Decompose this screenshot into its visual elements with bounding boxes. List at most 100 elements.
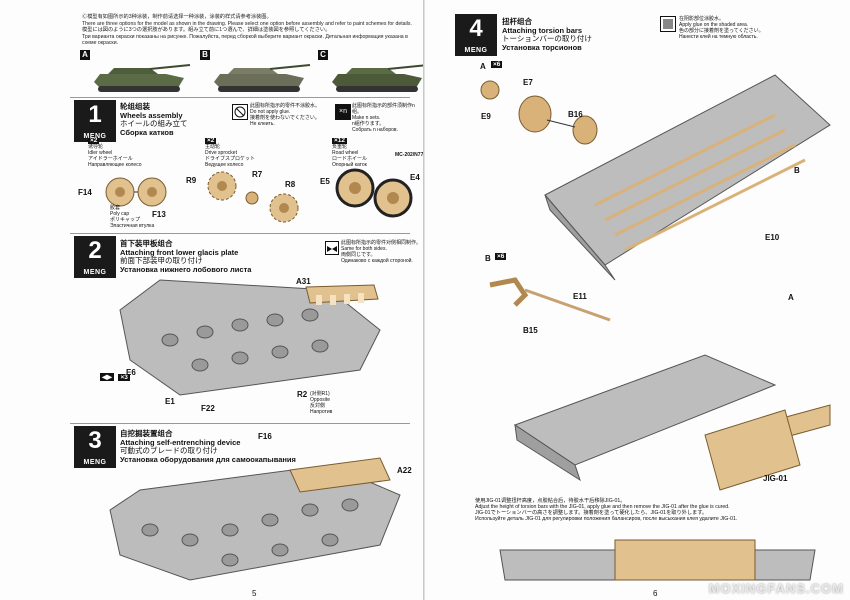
idler-en: Idler wheel	[88, 150, 113, 156]
step-3-badge: 3 MENG	[74, 426, 116, 468]
b-qty: ×6	[495, 253, 507, 260]
polycap-label: 胶套 Poly cap ポリキャップ Эластичная втулка	[110, 205, 156, 229]
road-wheel-diagram	[335, 168, 413, 218]
r2-opposite-note: (对侧R1) Opposite 反対側 Напротив	[310, 391, 350, 415]
note-cn: (对侧R1)	[310, 391, 330, 397]
drive-label: ×2 主动轮 Drive sprocket ドライブスプロケット Ведущее…	[205, 137, 285, 168]
divider	[70, 97, 410, 98]
part-a: A	[788, 293, 794, 302]
step-2-title-jp: 前面下部装甲の取り付け	[120, 256, 203, 265]
e6-callout: ◀▶ ×3	[100, 366, 130, 384]
step-2-title-cn: 首下装甲板组合	[120, 239, 173, 248]
step-3-title-cn: 自挖掘装置组合	[120, 429, 173, 438]
step-3-title-en: Attaching self-entrenching device	[120, 437, 241, 447]
drive-qty: ×2	[205, 137, 217, 144]
note-cn: 此图标所指示的零件不涂胶水。	[250, 103, 321, 109]
part-e11: E11	[573, 292, 587, 301]
watermark: MOXINGFANS.COM	[708, 581, 844, 596]
part-e7: E7	[523, 78, 533, 87]
variant-a: A	[80, 50, 192, 98]
idler-wheel-diagram	[105, 177, 167, 207]
hull-front-diagram	[119, 279, 381, 396]
step-2-title: 首下装甲板组合 Attaching front lower glacis pla…	[120, 239, 310, 274]
note-ru: Напротив	[310, 409, 333, 415]
drive-sprocket-diagram	[207, 171, 299, 223]
part-e1: E1	[165, 397, 175, 406]
brand-label: MENG	[464, 47, 488, 54]
brand-label: MENG	[83, 459, 107, 466]
polycap-cn: 胶套	[110, 205, 121, 211]
intro-ru: Три варианта окраски показаны на рисунке…	[82, 33, 408, 47]
road-ru: Опорный каток	[332, 162, 367, 168]
part-e4: E4	[410, 173, 420, 182]
drive-jp: ドライブスプロケット	[205, 156, 256, 162]
drive-ru: Ведущее колесо	[205, 162, 244, 168]
part-r2: R2	[297, 390, 308, 399]
both-sides-icon: ◀▶	[100, 373, 114, 381]
road-label: ×12 负重轮 Road wheel ロードホイール Опорный каток	[332, 137, 412, 168]
drive-cn: 主动轮	[205, 144, 221, 150]
part-f16: F16	[258, 432, 272, 441]
glue-area-note: 在阴影部位涂胶水。 Apply glue on the shaded area.…	[679, 16, 799, 40]
note-cn: 使用JIG-01调整扭杆高度，点胶粘合后，待胶水干后移除JIG-01。	[475, 498, 626, 504]
polycap-jp: ポリキャップ	[110, 217, 141, 223]
road-en: Road wheel	[332, 150, 359, 156]
glue-area-icon	[660, 16, 676, 32]
intro-jp: 模型には図のように3つの選択肢があります。組み立て前に1つ選んで、詳細は塗装図を…	[82, 27, 331, 34]
hull-bottom-diagram	[544, 74, 831, 281]
divider	[70, 233, 410, 234]
hull-side-jig-diagram	[499, 539, 816, 581]
intro-cn: Ⓒ模型有如图所示的3种涂装，制作前请选择一种涂装，涂装的样式请参考涂装图。	[82, 14, 272, 20]
variant-b: B	[200, 50, 312, 98]
brand-label: MENG	[83, 269, 107, 276]
make-n-sets-note: 此图标所指示的部件须制作n组。 Make n sets. n組作ります。 Соб…	[352, 103, 422, 133]
jig-instruction: 使用JIG-01调整扭杆高度，点胶粘合后，待胶水干后移除JIG-01。 Adju…	[475, 498, 815, 522]
part-f13: F13	[152, 210, 166, 219]
hull-with-jig-diagram	[513, 354, 831, 491]
idler-ru: Направляющее колесо	[88, 162, 142, 168]
note-ru: Одинаково с каждой стороной.	[341, 258, 413, 264]
divider	[70, 423, 410, 424]
idler-jp: アイドラーホイール	[88, 156, 133, 162]
step-4-title-cn: 扭杆组合	[502, 17, 532, 26]
step-4-title-ru: Установка торсионов	[502, 42, 582, 52]
part-e5: E5	[320, 177, 330, 186]
road-cn: 负重轮	[332, 144, 348, 150]
idler-qty: ×2	[88, 137, 100, 144]
both-sides-note: 此图标所指示的零件对侧相同制作。 Same for both sides. 両側…	[341, 240, 421, 264]
part-a: A	[480, 62, 486, 71]
step-4-title-jp: トーションバーの取り付け	[502, 34, 592, 43]
road-qty: ×12	[332, 137, 348, 144]
step-2-title-en: Attaching front lower glacis plate	[120, 247, 239, 257]
step-3-title-ru: Установка оборудования для самоокапывани…	[120, 454, 296, 464]
note-jp: 反対側	[310, 403, 326, 409]
part-b: B	[485, 254, 491, 263]
step-2-title-ru: Установка нижнего лобового листа	[120, 264, 252, 274]
brand-label: MENG	[83, 133, 107, 140]
part-b16: B16	[568, 110, 583, 119]
part-a22: A22	[397, 466, 412, 475]
torsion-bar-diagram	[489, 277, 611, 322]
left-page: Ⓒ模型有如图所示的3种涂装，制作前请选择一种涂装，涂装的样式请参考涂装图。 Th…	[70, 14, 429, 598]
variant-c: C	[318, 50, 430, 98]
part-e6: E6	[126, 368, 136, 377]
page-number-right: 6	[653, 589, 658, 598]
step-1-badge: 1 MENG	[74, 100, 116, 142]
road-jp: ロードホイール	[332, 156, 368, 162]
note-en: Apply glue on the shaded area.	[679, 22, 749, 28]
note-jp: 接着剤を使わないでください。	[250, 115, 320, 121]
right-page: 4 MENG 扭杆组合 Attaching torsion bars トーション…	[425, 0, 850, 600]
part-jig-01: JIG-01	[763, 474, 788, 483]
note-cn: 此图标所指示的零件对侧相同制作。	[341, 240, 422, 246]
part-a31: A31	[296, 277, 311, 286]
step-number: 2	[88, 237, 102, 264]
step-2-badge: 2 MENG	[74, 236, 116, 278]
step-3-title: 自挖掘装置组合 Attaching self-entrenching devic…	[120, 429, 310, 464]
hull-rear-diagram	[109, 457, 401, 581]
tank-b-icon	[214, 64, 311, 92]
no-glue-icon	[232, 104, 248, 120]
step-1-title-ru: Сборка катков	[120, 127, 174, 137]
no-glue-note: 此图标所指示的零件不涂胶水。 Do not apply glue. 接着剤を使わ…	[250, 103, 330, 127]
note-cn: 在阴影部位涂胶水。	[679, 16, 725, 22]
intro-text: Ⓒ模型有如图所示的3种涂装，制作前请选择一种涂装，涂装的样式请参考涂装图。 Th…	[82, 14, 412, 47]
